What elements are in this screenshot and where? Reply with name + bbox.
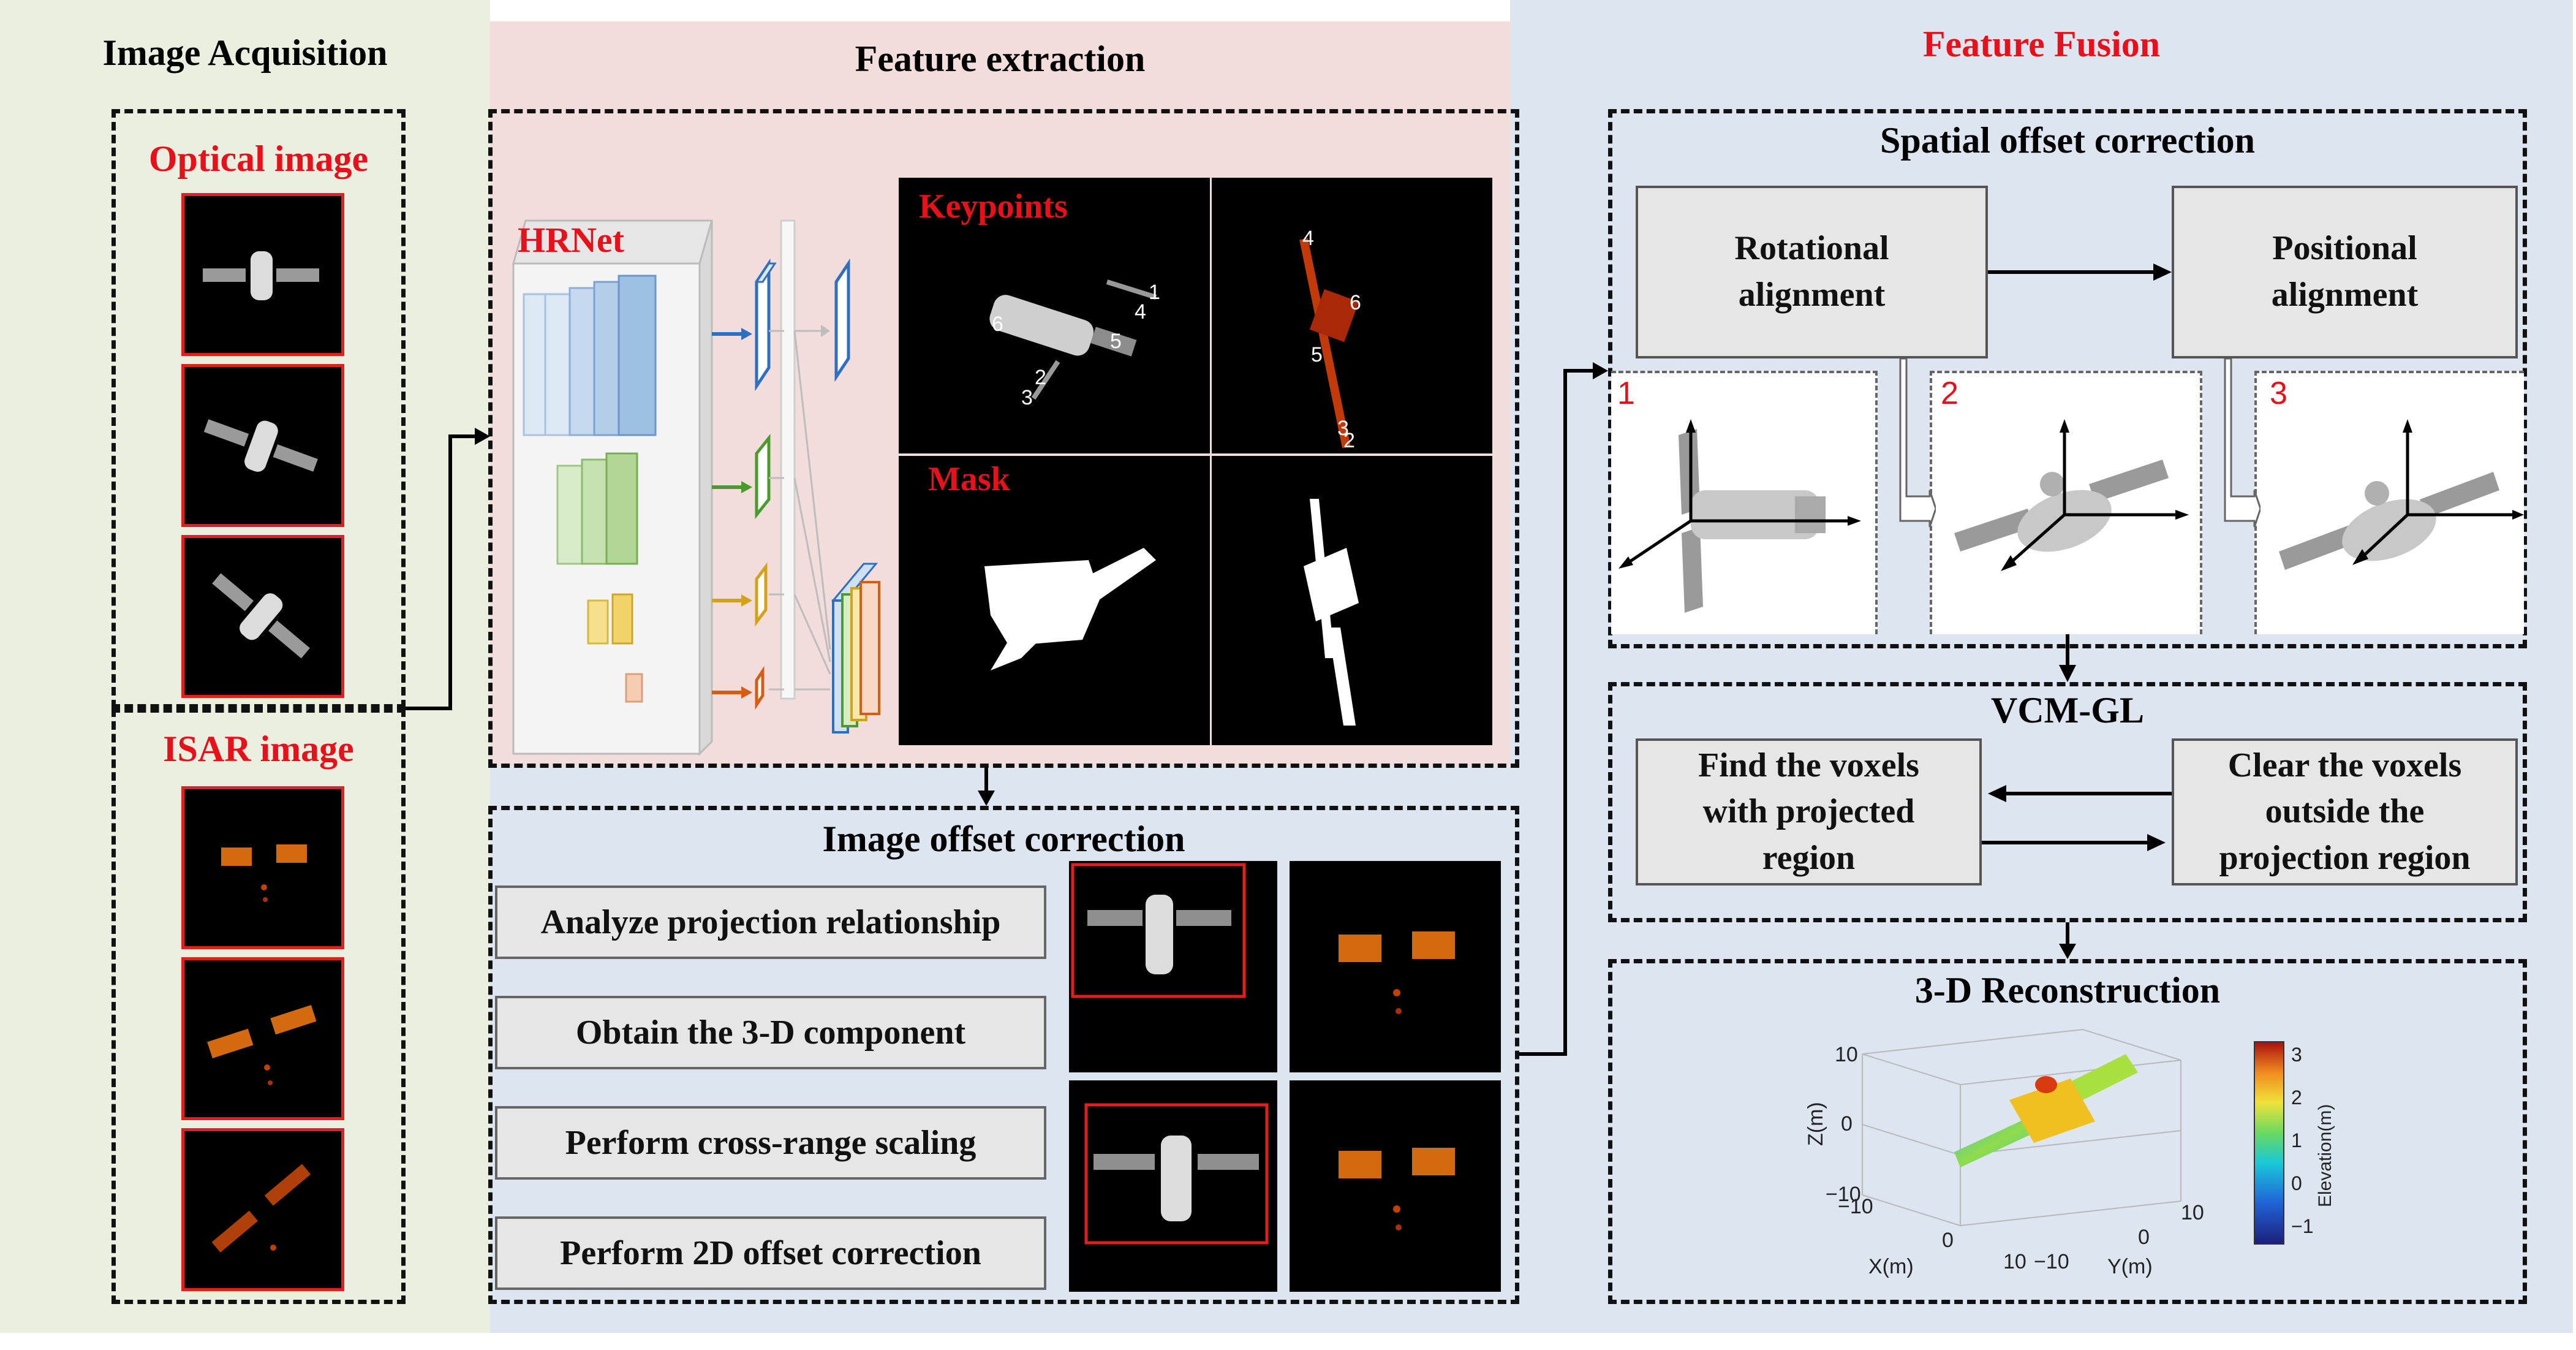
cbar-tick-1: 1: [2291, 1129, 2302, 1151]
x-tick-0: 0: [1942, 1229, 1954, 1252]
offset-isar-2: [1290, 1080, 1501, 1292]
optical-group: [111, 109, 406, 708]
stage-model-3: [2279, 419, 2524, 570]
keypoint-isar: 2 3 4 5 6: [1212, 178, 1492, 453]
colorbar-label: Elevation(m): [2315, 1104, 2335, 1207]
recon-title: 3-D Reconstruction: [1914, 970, 2221, 1011]
kp-label-3: 3: [1021, 386, 1033, 409]
recon-group: [1608, 959, 2527, 1304]
y-axis-label: Y(m): [2107, 1255, 2153, 1278]
keypoint-optical: 1 2 3 4 5 6: [899, 178, 1210, 453]
keypoints-label: Keypoints: [919, 188, 1068, 226]
cbar-tick-0: 0: [2291, 1172, 2302, 1194]
colorbar: [2254, 1041, 2284, 1245]
stage-number-2: 2: [1941, 376, 1958, 411]
kp-isar-6: 6: [1350, 291, 1361, 314]
hollow-arrow-2: [2224, 358, 2261, 528]
extraction-title: Feature extraction: [855, 39, 1146, 79]
stage-number-1: 1: [1617, 376, 1635, 411]
isar-label: ISAR image: [163, 729, 354, 769]
y-tick-0: 0: [2138, 1226, 2150, 1249]
isar-thumb-2: [181, 957, 344, 1120]
step-correction: Perform 2D offset correction: [495, 1216, 1046, 1290]
kp-label-5: 5: [1110, 330, 1122, 353]
z-tick-10: 10: [1835, 1043, 1858, 1066]
y-tick-neg10: −10: [2034, 1250, 2069, 1273]
x-tick-10: 10: [2003, 1250, 2026, 1273]
extraction-group: [488, 109, 1519, 768]
z-axis-label: Z(m): [1804, 1102, 1827, 1146]
cbar-tick-3: 3: [2291, 1044, 2302, 1066]
offset-optical-1: [1069, 861, 1277, 1072]
kp-isar-4: 4: [1302, 227, 1314, 250]
z-tick-neg10: −10: [1826, 1183, 1861, 1206]
mask-isar: [1212, 456, 1492, 745]
recon-plot: 10 0 −10 −10 0 10 −10 0 10 Z(m) X(m) Y(m…: [1804, 1028, 2335, 1278]
hollow-arrow-1: [1899, 358, 1936, 528]
z-tick-0: 0: [1841, 1112, 1853, 1136]
hrnet-label: HRNet: [518, 220, 624, 260]
mask-optical: [899, 456, 1210, 745]
vcm-title: VCM-GL: [1991, 690, 2144, 730]
mask-label: Mask: [928, 460, 1010, 498]
cbar-tick-2: 2: [2291, 1086, 2302, 1109]
stage-number-3: 3: [2270, 376, 2287, 411]
kp-label-2: 2: [1035, 366, 1046, 389]
kp-label-4: 4: [1135, 300, 1146, 324]
y-tick-10: 10: [2181, 1201, 2204, 1224]
step-scaling: Perform cross-range scaling: [495, 1106, 1046, 1180]
cbar-tick-neg1: −1: [2291, 1215, 2313, 1237]
optical-thumb-3: [181, 535, 344, 698]
optical-label: Optical image: [148, 138, 369, 179]
isar-thumb-3: [181, 1128, 344, 1291]
offset-title: Image offset correction: [822, 819, 1185, 859]
spatial-title: Spatial offset correction: [1879, 120, 2256, 161]
isar-thumb-1: [181, 786, 344, 949]
optical-thumb-2: [181, 364, 344, 527]
offset-group: [488, 806, 1519, 1304]
kp-label-1: 1: [1149, 281, 1160, 304]
kp-isar-5: 5: [1311, 343, 1323, 366]
x-tick-neg10: −10: [1838, 1195, 1873, 1218]
x-axis-label: X(m): [1868, 1255, 1914, 1278]
fusion-title: Feature Fusion: [1922, 24, 2161, 64]
vcm-group: [1608, 682, 2527, 922]
step-obtain: Obtain the 3-D component: [495, 996, 1046, 1069]
stage-model-2: [1954, 419, 2189, 571]
acquisition-title: Image Acquisition: [102, 32, 388, 73]
isar-group: [111, 708, 406, 1304]
stage-model-1: [1618, 419, 1861, 613]
step-analyze: Analyze projection relationship: [495, 885, 1046, 959]
kp-isar-2: 2: [1343, 429, 1355, 452]
offset-optical-2: [1069, 1080, 1277, 1292]
offset-isar-1: [1290, 861, 1501, 1072]
hrnet-diagram: [512, 219, 880, 756]
kp-label-6: 6: [992, 313, 1003, 336]
optical-thumb-1: [181, 193, 344, 356]
kp-isar-3: 3: [1337, 417, 1349, 440]
